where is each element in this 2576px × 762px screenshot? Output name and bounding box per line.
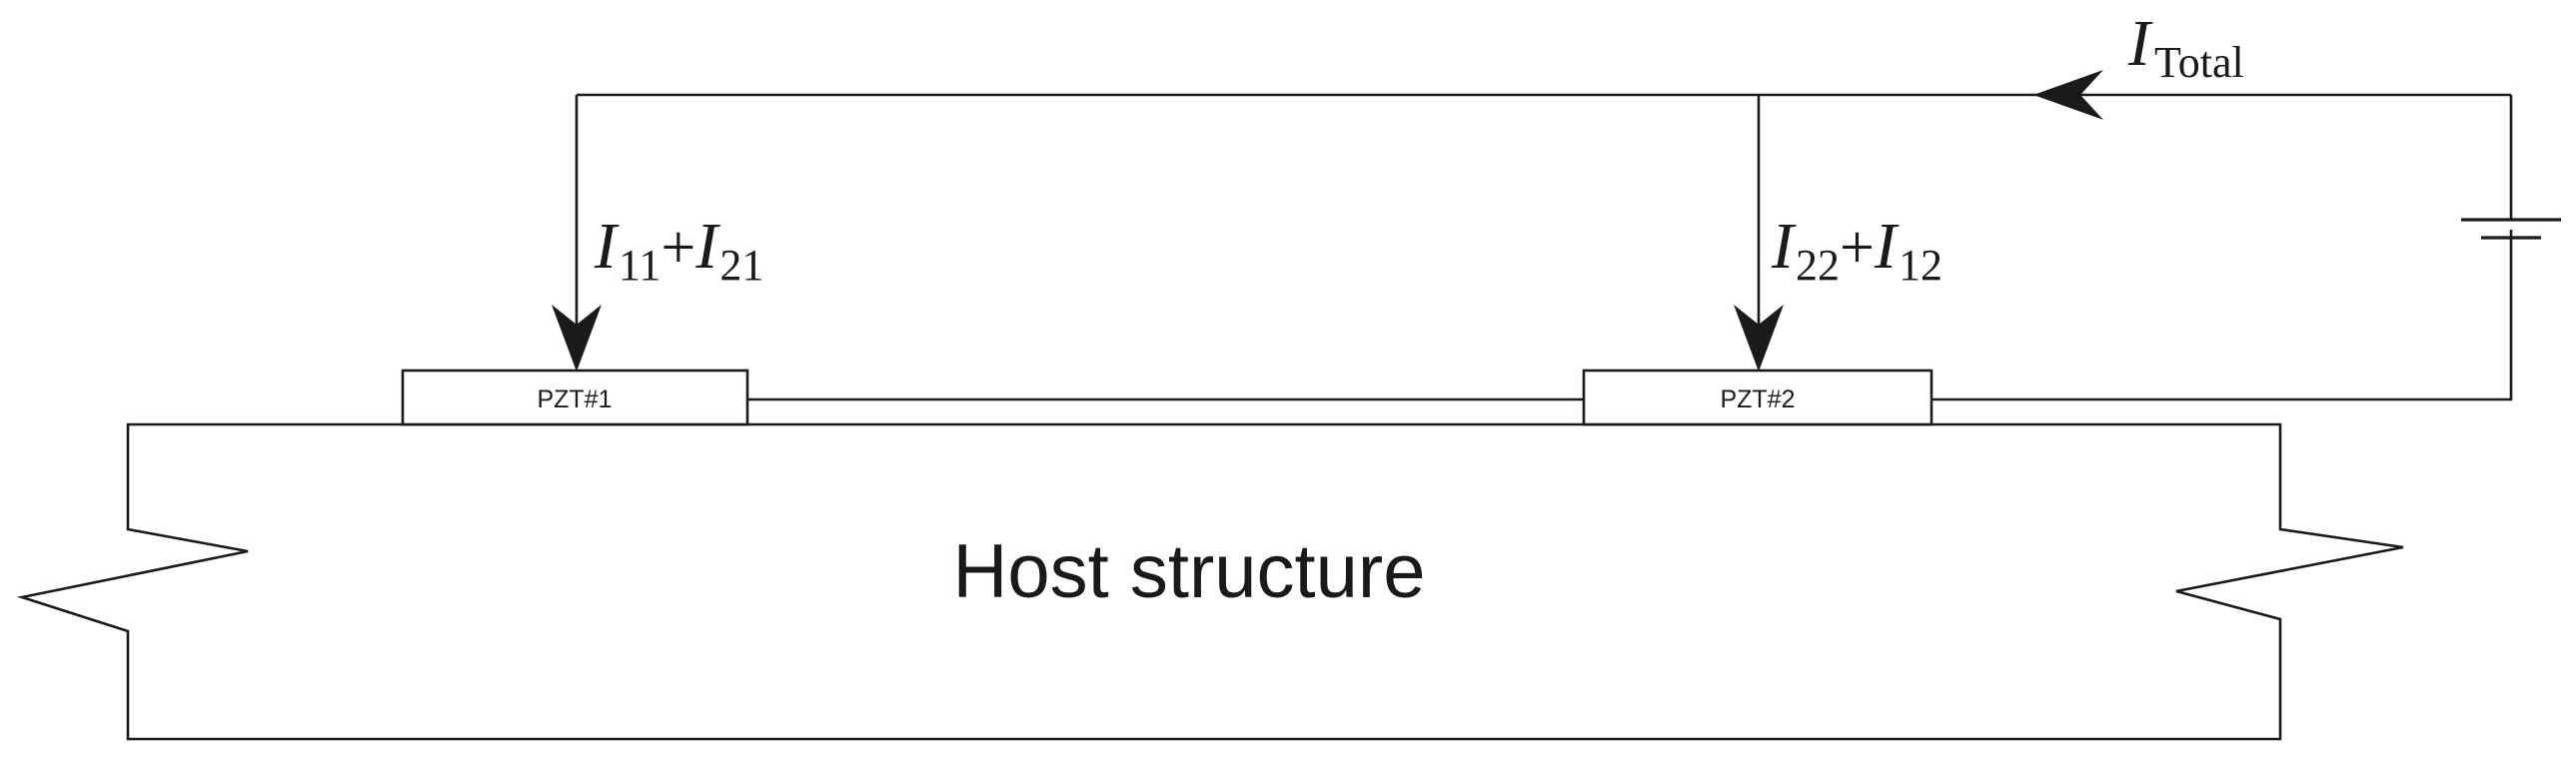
branch1-current-label: I11+I21: [594, 210, 763, 290]
pzt1-label: PZT#1: [537, 385, 612, 413]
host-structure-outline: [16, 422, 2404, 741]
host-structure-label: Host structure: [952, 529, 1425, 614]
branch1-arrowhead: [552, 305, 602, 372]
pzt2-sensor: PZT#2: [1582, 369, 1933, 426]
wire-pzt2-battery: [1932, 230, 2513, 401]
branch2-current-label: I22+I12: [1771, 210, 1942, 290]
pzt2-label: PZT#2: [1720, 385, 1795, 413]
pzt1-sensor: PZT#1: [401, 369, 749, 426]
total-current-label: ITotal: [2127, 7, 2244, 87]
branch2-arrowhead: [1734, 305, 1784, 372]
total-current-arrowhead: [2033, 70, 2103, 120]
